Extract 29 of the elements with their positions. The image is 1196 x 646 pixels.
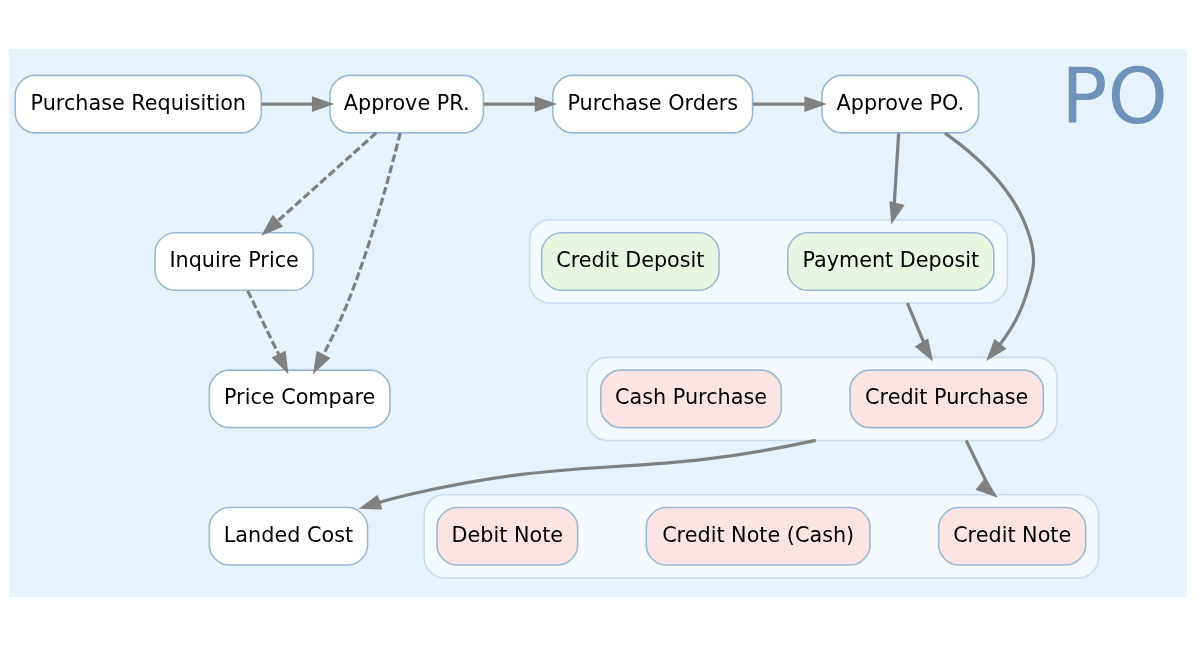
- node-box: Price Compare: [208, 369, 391, 429]
- arrow: [261, 131, 378, 236]
- node-box: Cash Purchase: [600, 369, 783, 429]
- label: PO: [1061, 52, 1168, 142]
- arrow: [889, 133, 905, 225]
- arrow: [483, 96, 558, 112]
- node-box: Inquire Price: [154, 231, 315, 292]
- arrow: [964, 439, 998, 498]
- cluster: [423, 493, 1100, 579]
- arrow: [358, 438, 816, 510]
- arrow: [261, 96, 335, 112]
- cluster: [586, 356, 1058, 442]
- node-box: Purchase Orders: [552, 74, 754, 134]
- node-box: Credit Purchase: [849, 369, 1045, 429]
- node-box: Approve PO.: [821, 74, 980, 134]
- node-box: Approve PR.: [329, 74, 485, 134]
- node-box: Credit Note: [937, 506, 1087, 566]
- arrow: [752, 96, 827, 112]
- arrow: [312, 132, 402, 375]
- cluster: [528, 219, 1009, 304]
- arrow: [246, 290, 289, 375]
- arrow: [944, 131, 1036, 362]
- node-box: Debit Note: [436, 506, 579, 566]
- node-box: Credit Note (Cash): [645, 506, 871, 566]
- arrow: [905, 302, 934, 362]
- node-box: Payment Deposit: [786, 231, 995, 292]
- node-box: Landed Cost: [208, 506, 369, 566]
- node-box: Purchase Requisition: [14, 74, 263, 134]
- node-box: Credit Deposit: [540, 231, 720, 292]
